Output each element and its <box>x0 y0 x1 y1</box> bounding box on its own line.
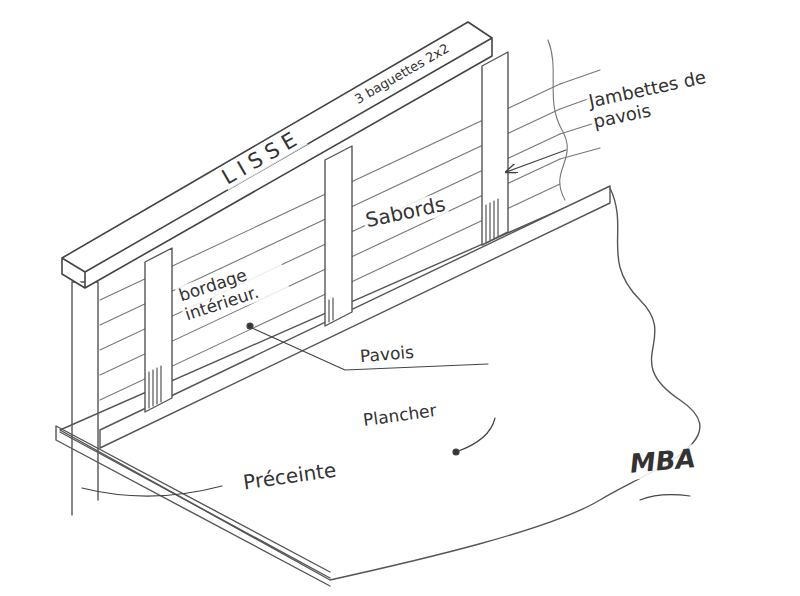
part-name: Sabords <box>361 192 449 232</box>
stanchion-shading <box>149 199 498 408</box>
signature: MBA <box>627 444 699 480</box>
corner-post <box>72 282 98 515</box>
part-name: bordage intérieur. <box>174 255 290 326</box>
wale-planks <box>56 426 330 586</box>
part-name: Jambettes de pavois <box>585 67 715 133</box>
leader-lines <box>82 150 690 500</box>
rail <box>62 22 492 288</box>
